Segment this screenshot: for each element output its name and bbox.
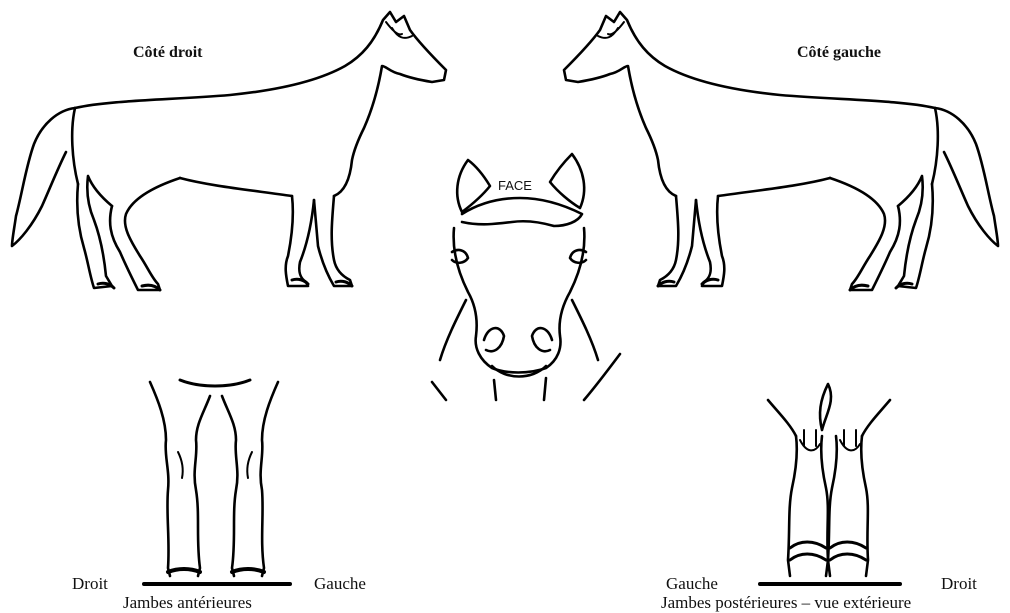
- front-legs-left-label: Gauche: [314, 574, 366, 594]
- face-label: FACE: [498, 178, 532, 193]
- hind-legs-left-label: Gauche: [666, 574, 718, 594]
- horse-left-side-outline: [564, 12, 998, 290]
- hind-legs-right-label: Droit: [941, 574, 977, 594]
- front-legs-right-label: Droit: [72, 574, 108, 594]
- horse-right-side-outline: [12, 12, 446, 290]
- front-legs-caption: Jambes antérieures: [123, 593, 252, 613]
- side-left-title: Côté gauche: [797, 44, 881, 62]
- hind-legs-caption: Jambes postérieures – vue extérieure: [661, 593, 911, 613]
- front-legs-outline: [144, 380, 290, 584]
- side-right-title: Côté droit: [133, 44, 202, 62]
- hind-legs-outline: [760, 384, 900, 584]
